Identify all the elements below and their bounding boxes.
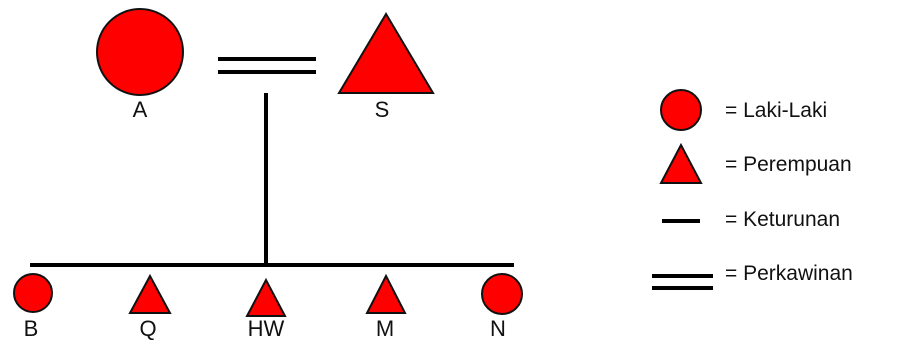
child-m-label: M <box>376 316 394 340</box>
child-q-label: Q <box>139 316 156 340</box>
triangle-icon <box>337 12 435 94</box>
legend-label-marriage: = Perkawinan <box>725 262 853 285</box>
child-hw-node: HW <box>245 277 287 340</box>
legend-label-male: = Laki-Laki <box>725 99 827 122</box>
triangle-icon <box>128 273 172 314</box>
circle-icon <box>481 273 523 315</box>
child-b-label: B <box>24 316 39 340</box>
circle-icon <box>96 8 184 96</box>
circle-icon <box>13 273 53 313</box>
child-hw-label: HW <box>248 316 285 340</box>
triangle-icon <box>365 273 407 314</box>
triangle-icon <box>659 142 703 184</box>
legend-item-female: = Perempuan <box>659 142 852 184</box>
parent-s-node: S <box>337 12 435 122</box>
legend: = Laki-Laki = Perempuan = Keturunan = Pe… <box>652 89 853 290</box>
child-m-node: M <box>365 273 407 340</box>
parent-a-label: A <box>133 97 148 122</box>
legend-item-male: = Laki-Laki <box>660 89 827 131</box>
child-n-label: N <box>490 316 506 340</box>
double-line-icon <box>652 274 713 290</box>
child-b-node: B <box>13 273 53 340</box>
triangle-icon <box>245 277 287 317</box>
legend-item-descent: = Keturunan <box>662 208 840 231</box>
child-q-node: Q <box>128 273 172 340</box>
legend-item-marriage: = Perkawinan <box>652 262 853 290</box>
legend-label-female: = Perempuan <box>725 153 852 176</box>
circle-icon <box>660 89 702 131</box>
child-n-node: N <box>481 273 523 340</box>
marriage-line <box>218 57 316 74</box>
parent-s-label: S <box>375 97 390 122</box>
parent-a-node: A <box>96 8 184 122</box>
legend-label-descent: = Keturunan <box>725 208 840 231</box>
